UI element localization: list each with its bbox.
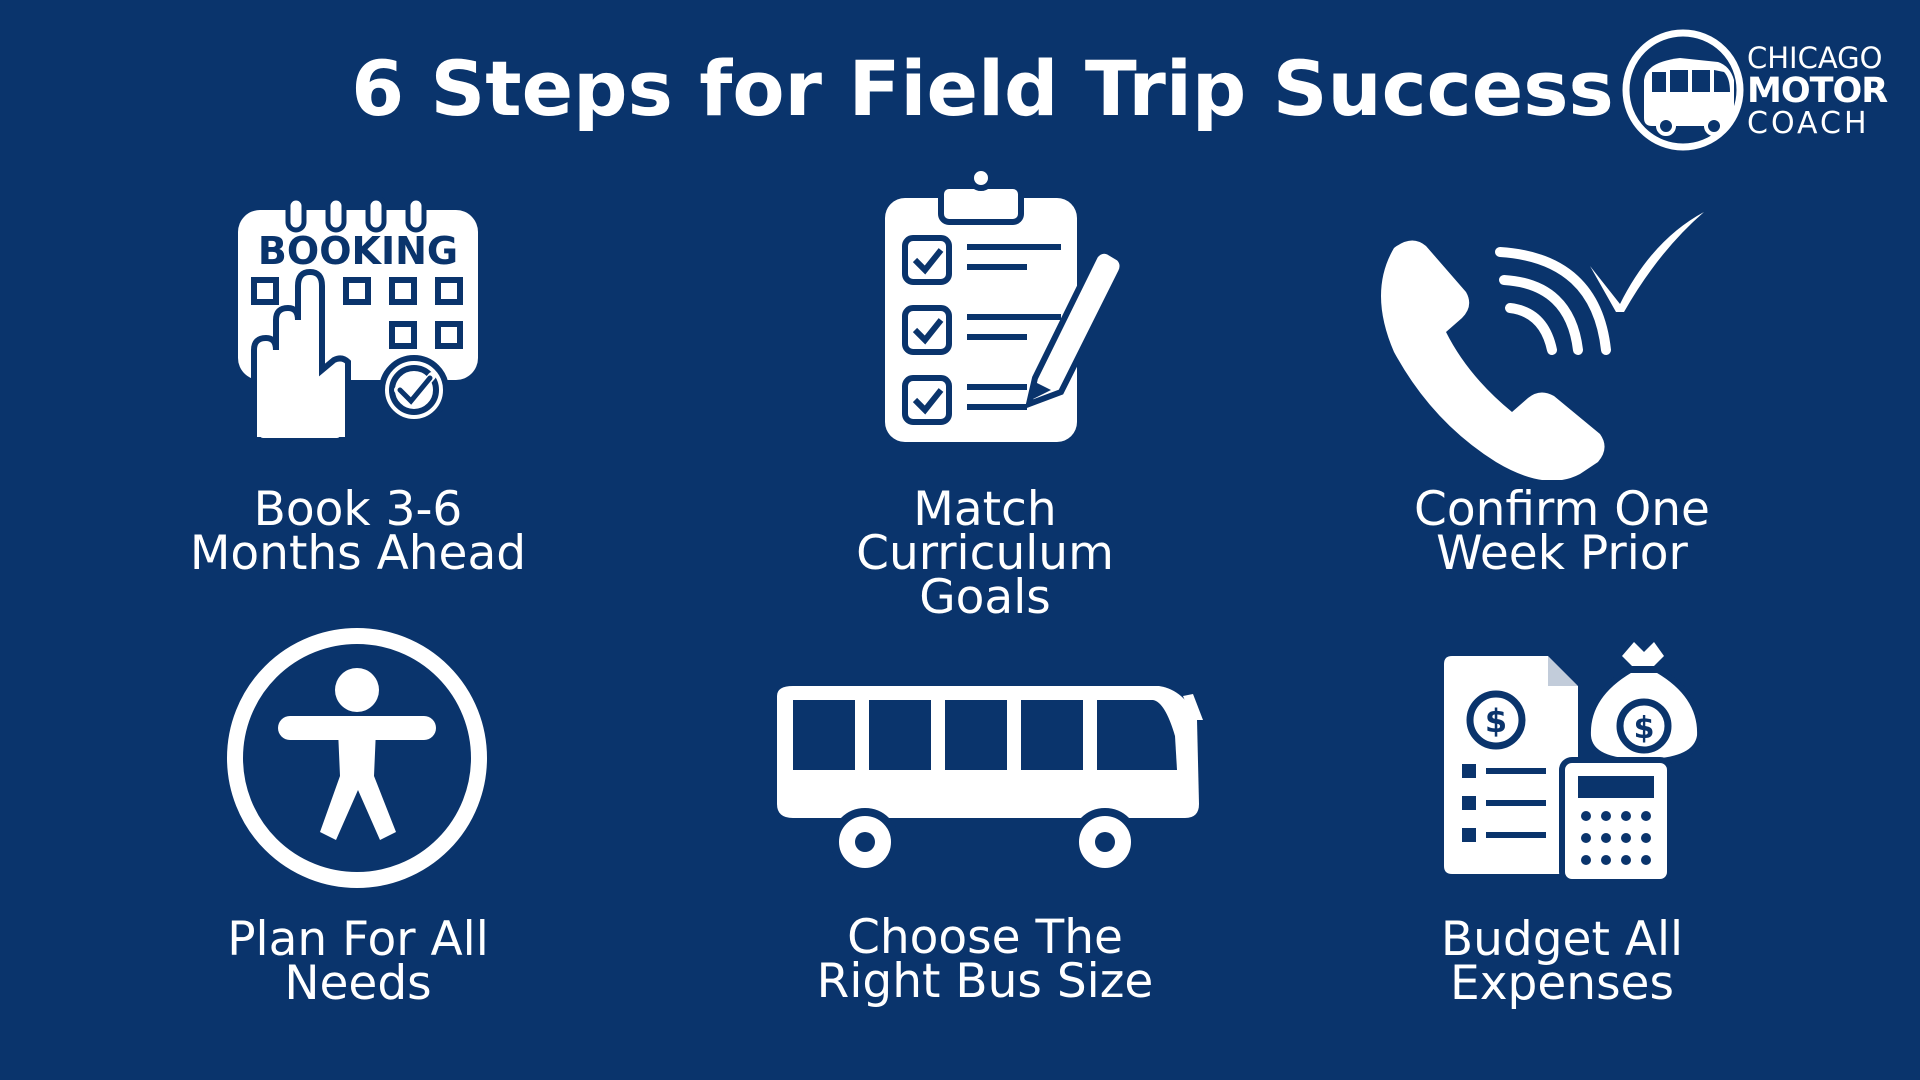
step-label-line: Curriculum <box>856 526 1114 581</box>
step-label-line: Choose The <box>847 910 1123 965</box>
step-label-line: Needs <box>284 956 432 1011</box>
step-label-line: Plan For All <box>227 912 489 967</box>
step-label: Choose The Right Bus Size <box>705 910 1265 1009</box>
brand-line-3: COACH <box>1747 106 1870 141</box>
step-label: Book 3-6 Months Ahead <box>78 482 638 581</box>
step-label: Budget All Expenses <box>1282 912 1842 1011</box>
brand-line-1: CHICAGO <box>1747 41 1883 75</box>
step-label: Plan For All Needs <box>78 912 638 1011</box>
phone-confirm-icon <box>1381 212 1704 480</box>
bus-logo-icon <box>1622 29 1744 151</box>
step-label: Confirm One Week Prior <box>1282 482 1842 581</box>
accessibility-icon <box>227 628 487 888</box>
svg-text:$: $ <box>1485 702 1507 740</box>
budget-icon: $ $ <box>1444 642 1704 885</box>
step-label-line: Budget All <box>1440 912 1684 967</box>
brand-logo: CHICAGO MOTOR COACH <box>1622 28 1902 156</box>
booking-calendar-icon: BOOKING <box>238 195 478 443</box>
brand-line-2: MOTOR <box>1747 71 1888 111</box>
step-label-line: Expenses <box>1450 956 1674 1011</box>
step-label-line: Book 3-6 <box>253 482 463 537</box>
calendar-label: BOOKING <box>258 229 458 273</box>
step-label-line: Match <box>913 482 1057 537</box>
step-label-line: Right Bus Size <box>816 954 1154 1009</box>
step-label-line: Confirm One <box>1414 482 1710 537</box>
svg-text:$: $ <box>1634 711 1655 746</box>
step-label-line: Week Prior <box>1436 526 1688 581</box>
step-label-line: Goals <box>919 570 1051 625</box>
step-label-line: Months Ahead <box>189 526 527 581</box>
checklist-clipboard-icon <box>885 168 1126 442</box>
step-label: Match Curriculum Goals <box>705 482 1265 625</box>
bus-icon <box>777 686 1203 876</box>
page-title: 6 Steps for Field Trip Success <box>351 44 1614 133</box>
